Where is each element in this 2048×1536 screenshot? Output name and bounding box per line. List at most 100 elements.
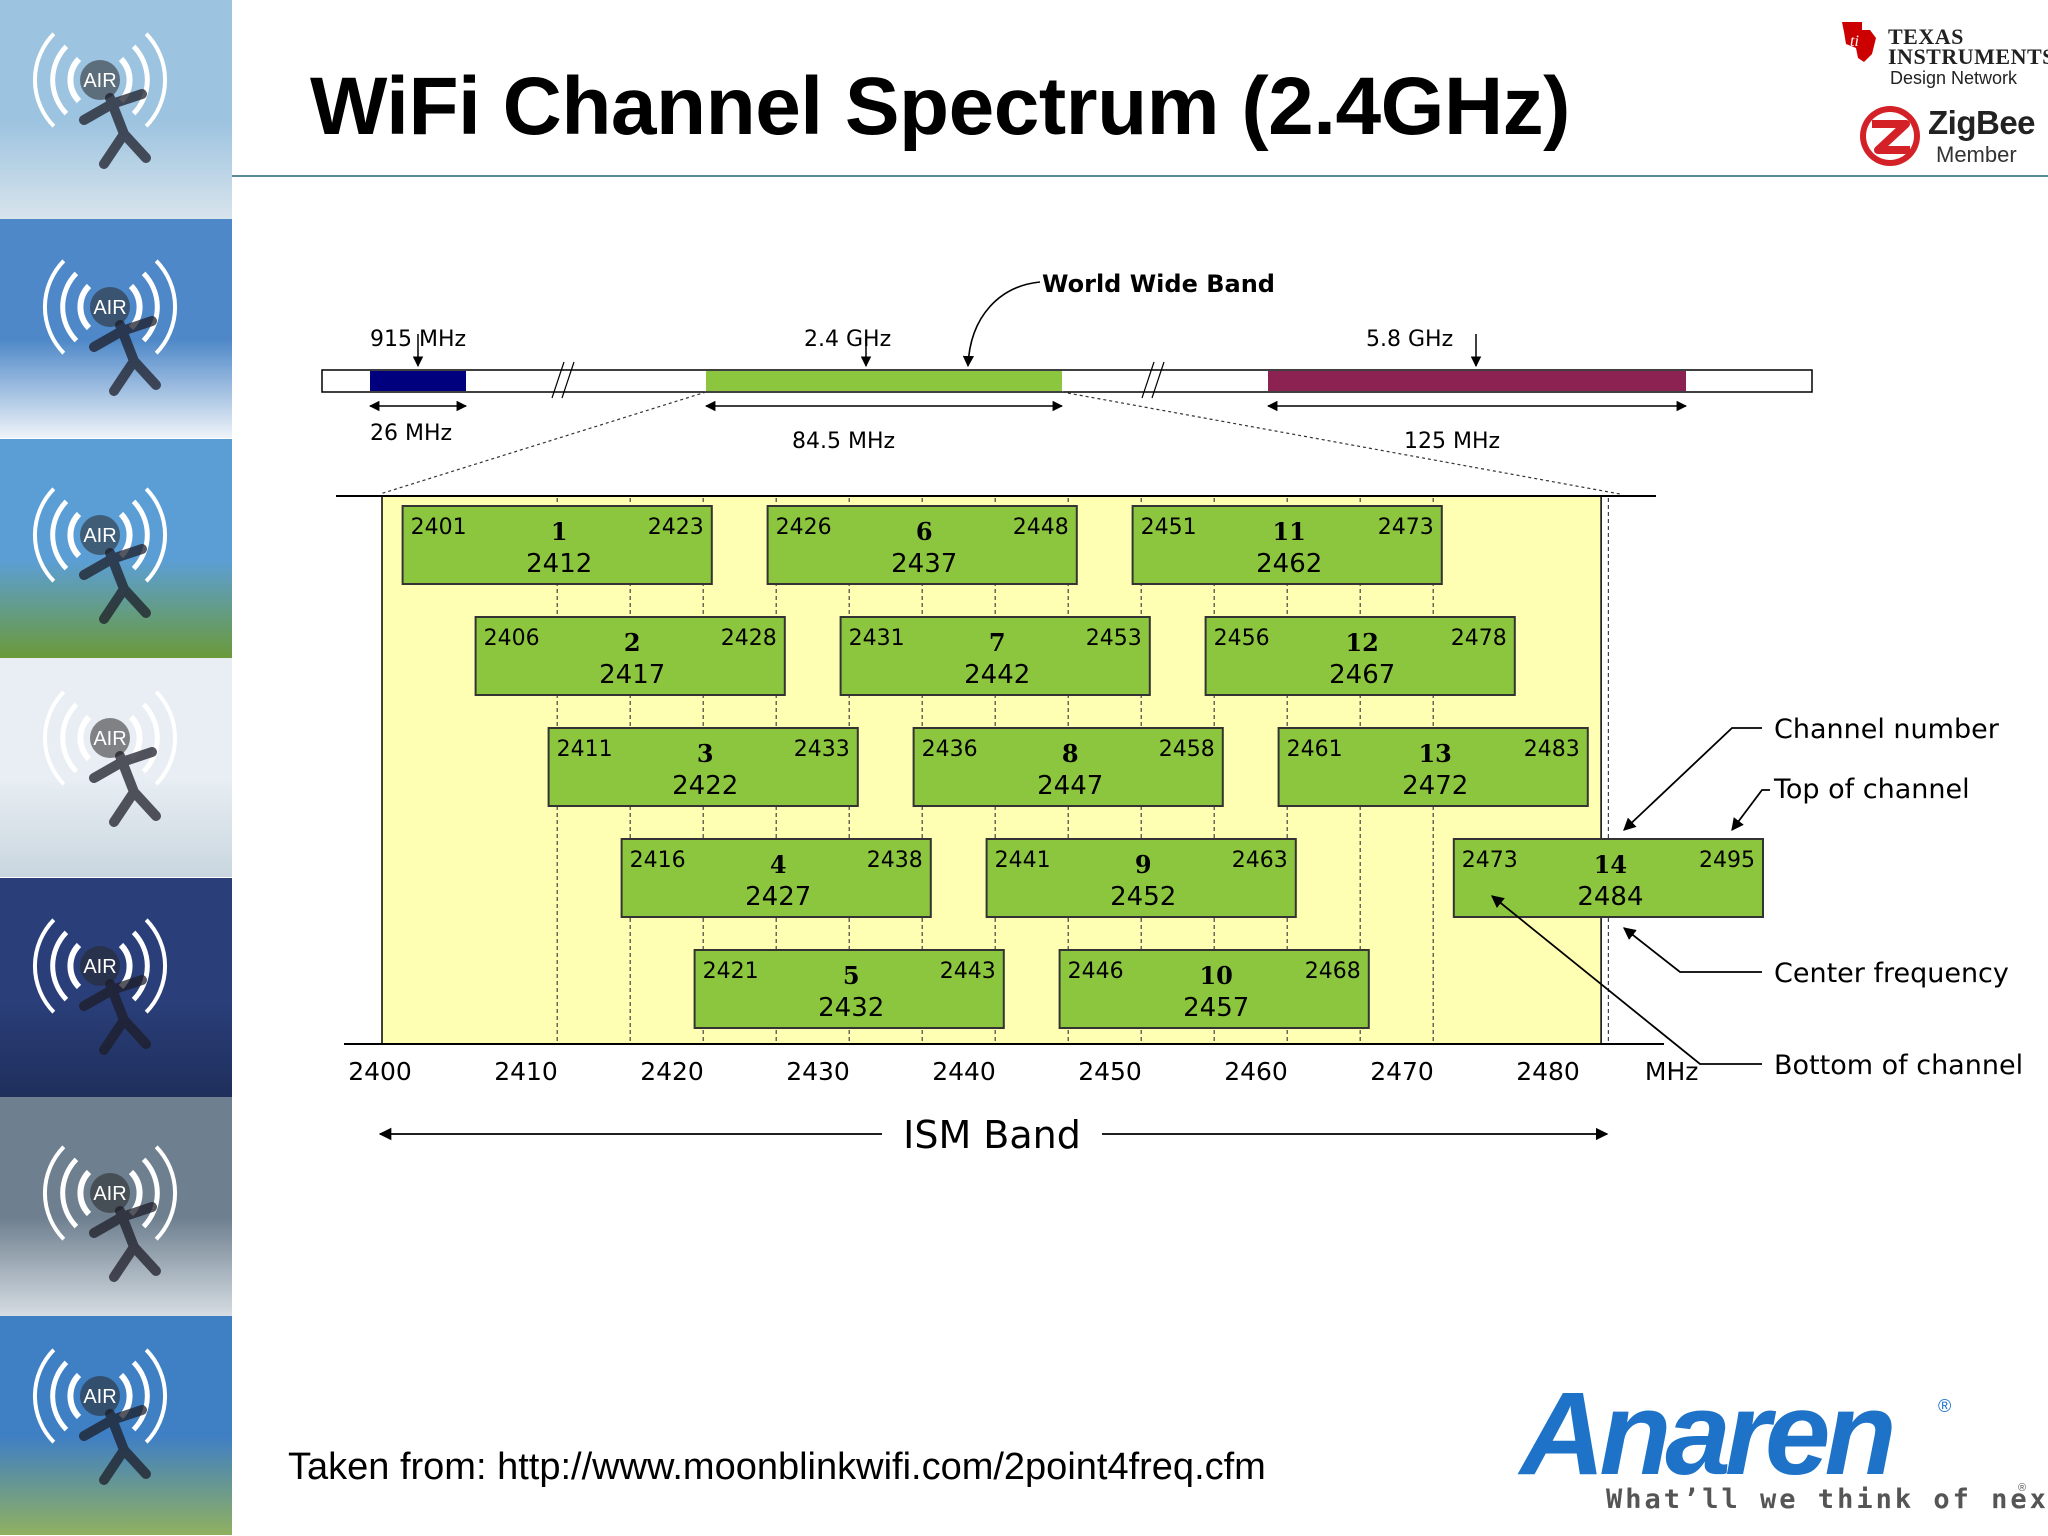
svg-text:AIR: AIR	[83, 525, 116, 547]
channel-bottom-label: 2446	[1068, 959, 1124, 984]
sidebar-photo-wakeboarder: AIR	[0, 1097, 232, 1316]
anaren-registered-mark: ®	[1938, 1396, 1952, 1416]
sidebar-photo-strip: AIR AIR AIR AIR AIR AIR AIR	[0, 0, 232, 1536]
channel-rect	[912, 727, 1224, 807]
channel-bottom-label: 2416	[630, 848, 686, 873]
zoom-line-right	[1061, 391, 1621, 495]
band-label: 2.4 GHz	[804, 327, 891, 352]
channel-box-10: 2446 2468 10 2457	[1058, 949, 1370, 1029]
axis-tick-label: 2430	[786, 1057, 850, 1086]
axis-tick-label: 2470	[1370, 1057, 1434, 1086]
band-width-label: 26 MHz	[370, 421, 452, 446]
channel-rect	[1452, 838, 1765, 918]
channel-rect	[1131, 505, 1443, 585]
legend-bottom-of-channel: Bottom of channel	[1774, 1050, 2023, 1081]
air-badge-icon: AIR	[32, 1348, 168, 1486]
legend-channel-number: Channel number	[1774, 714, 2000, 745]
anaren-logo: Anaren ® What’ll we think of next? ®	[1520, 1368, 2048, 1526]
channel-bottom-label: 2431	[849, 626, 905, 651]
channel-bottom-label: 2406	[484, 626, 540, 651]
channel-center-label: 2447	[1037, 771, 1103, 801]
air-badge-icon: AIR	[42, 690, 178, 828]
band-segment	[370, 371, 466, 391]
ti-name-line2: INSTRUMENTS	[1888, 44, 2048, 69]
channel-bottom-label: 2436	[922, 737, 978, 762]
channel-number-label: 13	[1418, 739, 1451, 768]
air-badge-icon: AIR	[32, 487, 168, 624]
channel-number-label: 4	[770, 850, 787, 879]
band-width-label: 125 MHz	[1404, 429, 1500, 454]
channel-top-label: 2473	[1378, 515, 1434, 540]
header-divider	[232, 175, 2048, 177]
ti-design-network: Design Network	[1890, 68, 2018, 88]
break-mark	[1141, 361, 1155, 399]
channel-rect	[474, 616, 786, 696]
channel-top-label: 2443	[940, 959, 996, 984]
channel-top-label: 2438	[867, 848, 923, 873]
band-label: 5.8 GHz	[1366, 327, 1453, 352]
channel-top-label: 2423	[648, 515, 704, 540]
zoom-line-left	[379, 391, 707, 495]
channel-bottom-label: 2461	[1287, 737, 1343, 762]
channel-bottom-label: 2401	[411, 515, 467, 540]
break-mark	[561, 361, 575, 399]
channel-number-label: 11	[1272, 517, 1305, 546]
svg-text:AIR: AIR	[83, 956, 116, 978]
air-badge-icon: AIR	[42, 259, 178, 397]
svg-text:AIR: AIR	[93, 728, 126, 750]
channel-rect	[766, 505, 1078, 585]
channel-number-label: 10	[1199, 961, 1232, 990]
channel-number-label: 6	[916, 517, 933, 546]
zigbee-wordmark: ZigBee	[1928, 104, 2036, 141]
callout-channel-number	[1623, 727, 1762, 831]
channel-center-label: 2467	[1329, 660, 1395, 690]
air-badge-icon: AIR	[32, 917, 168, 1055]
channel-number-label: 7	[989, 628, 1006, 657]
break-mark	[551, 361, 565, 399]
channel-number-label: 2	[624, 628, 641, 657]
channel-top-label: 2468	[1305, 959, 1361, 984]
channel-rect	[547, 727, 859, 807]
sidebar-photo-snowboarder: AIR	[0, 658, 232, 878]
channel-center-label: 2462	[1256, 549, 1322, 579]
sidebar-photo-inline-skater: AIR	[0, 1316, 232, 1536]
zigbee-member-label: Member	[1936, 142, 2017, 167]
channel-center-label: 2422	[672, 771, 738, 801]
axis-tick-label: 2400	[348, 1057, 412, 1086]
band-width-label: 84.5 MHz	[792, 429, 895, 454]
channel-rect	[620, 838, 932, 918]
svg-text:AIR: AIR	[83, 70, 116, 92]
band-segment	[1268, 371, 1686, 391]
channel-center-label: 2452	[1110, 882, 1176, 912]
air-badge-icon: AIR	[32, 32, 168, 169]
ti-name-line1: TEXAS	[1888, 24, 1964, 49]
channel-center-label: 2457	[1183, 993, 1249, 1023]
channel-bottom-label: 2426	[776, 515, 832, 540]
axis-tick-label: 2460	[1224, 1057, 1288, 1086]
slide-title: WiFi Channel Spectrum (2.4GHz)	[310, 61, 1570, 152]
channel-center-label: 2484	[1577, 882, 1643, 912]
channel-top-label: 2463	[1232, 848, 1288, 873]
channel-bottom-label: 2451	[1141, 515, 1197, 540]
channel-center-label: 2417	[599, 660, 665, 690]
callout-bottom-of-channel	[1491, 895, 1762, 1065]
channel-bottom-label: 2473	[1462, 848, 1518, 873]
band-segment	[706, 371, 1062, 391]
channel-rect	[1277, 727, 1589, 807]
axis-tick-label: 2410	[494, 1057, 558, 1086]
anaren-tagline-registered-mark: ®	[2018, 1482, 2027, 1494]
channel-rect	[985, 838, 1297, 918]
callout-center-frequency	[1623, 927, 1762, 973]
channel-center-label: 2412	[526, 549, 592, 579]
zigbee-logo: ZigBee Member	[1856, 100, 2036, 170]
channel-bottom-label: 2421	[703, 959, 759, 984]
